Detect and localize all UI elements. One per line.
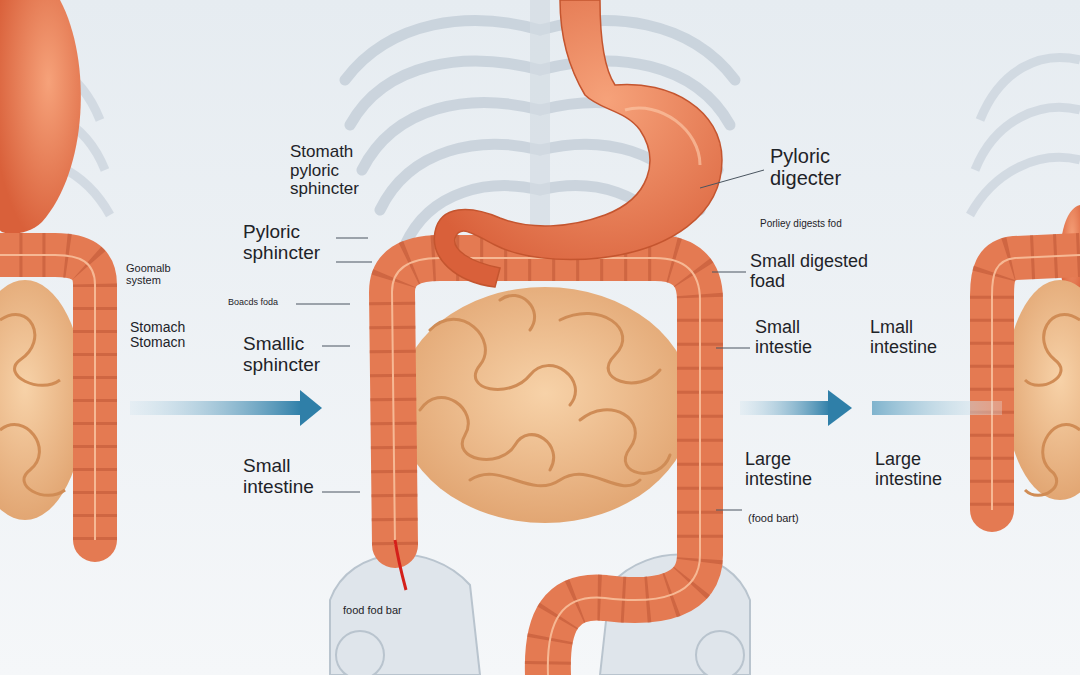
part-label: Small intestie — [755, 318, 850, 358]
part-label: Large intestine — [875, 450, 975, 490]
part-label: Porliey digests fod — [760, 218, 910, 229]
part-label: Small intestine — [243, 456, 335, 498]
part-label: Boacds foda — [228, 298, 298, 308]
part-label: Large intestine — [745, 450, 845, 490]
part-label: Goomalb system — [126, 262, 198, 286]
part-label: Small digested foad — [750, 252, 900, 292]
part-label: food fod bar — [343, 604, 453, 616]
part-label: Stomach Stomacn — [130, 320, 202, 351]
side-panel-right — [970, 58, 1080, 511]
part-label: Pyloric sphincter — [243, 222, 335, 264]
part-label: Smallic sphincter — [243, 334, 335, 376]
part-label: Pyloric digecter — [770, 145, 880, 189]
central-organs — [392, 0, 722, 675]
part-label: Lmall intestine — [870, 318, 970, 358]
side-panel-left — [0, 0, 110, 540]
part-label: Stomath pyloric sphincter — [290, 143, 390, 199]
leader-lines — [296, 170, 764, 510]
part-label: (food bart) — [748, 512, 838, 524]
flow-arrows — [130, 390, 1002, 426]
